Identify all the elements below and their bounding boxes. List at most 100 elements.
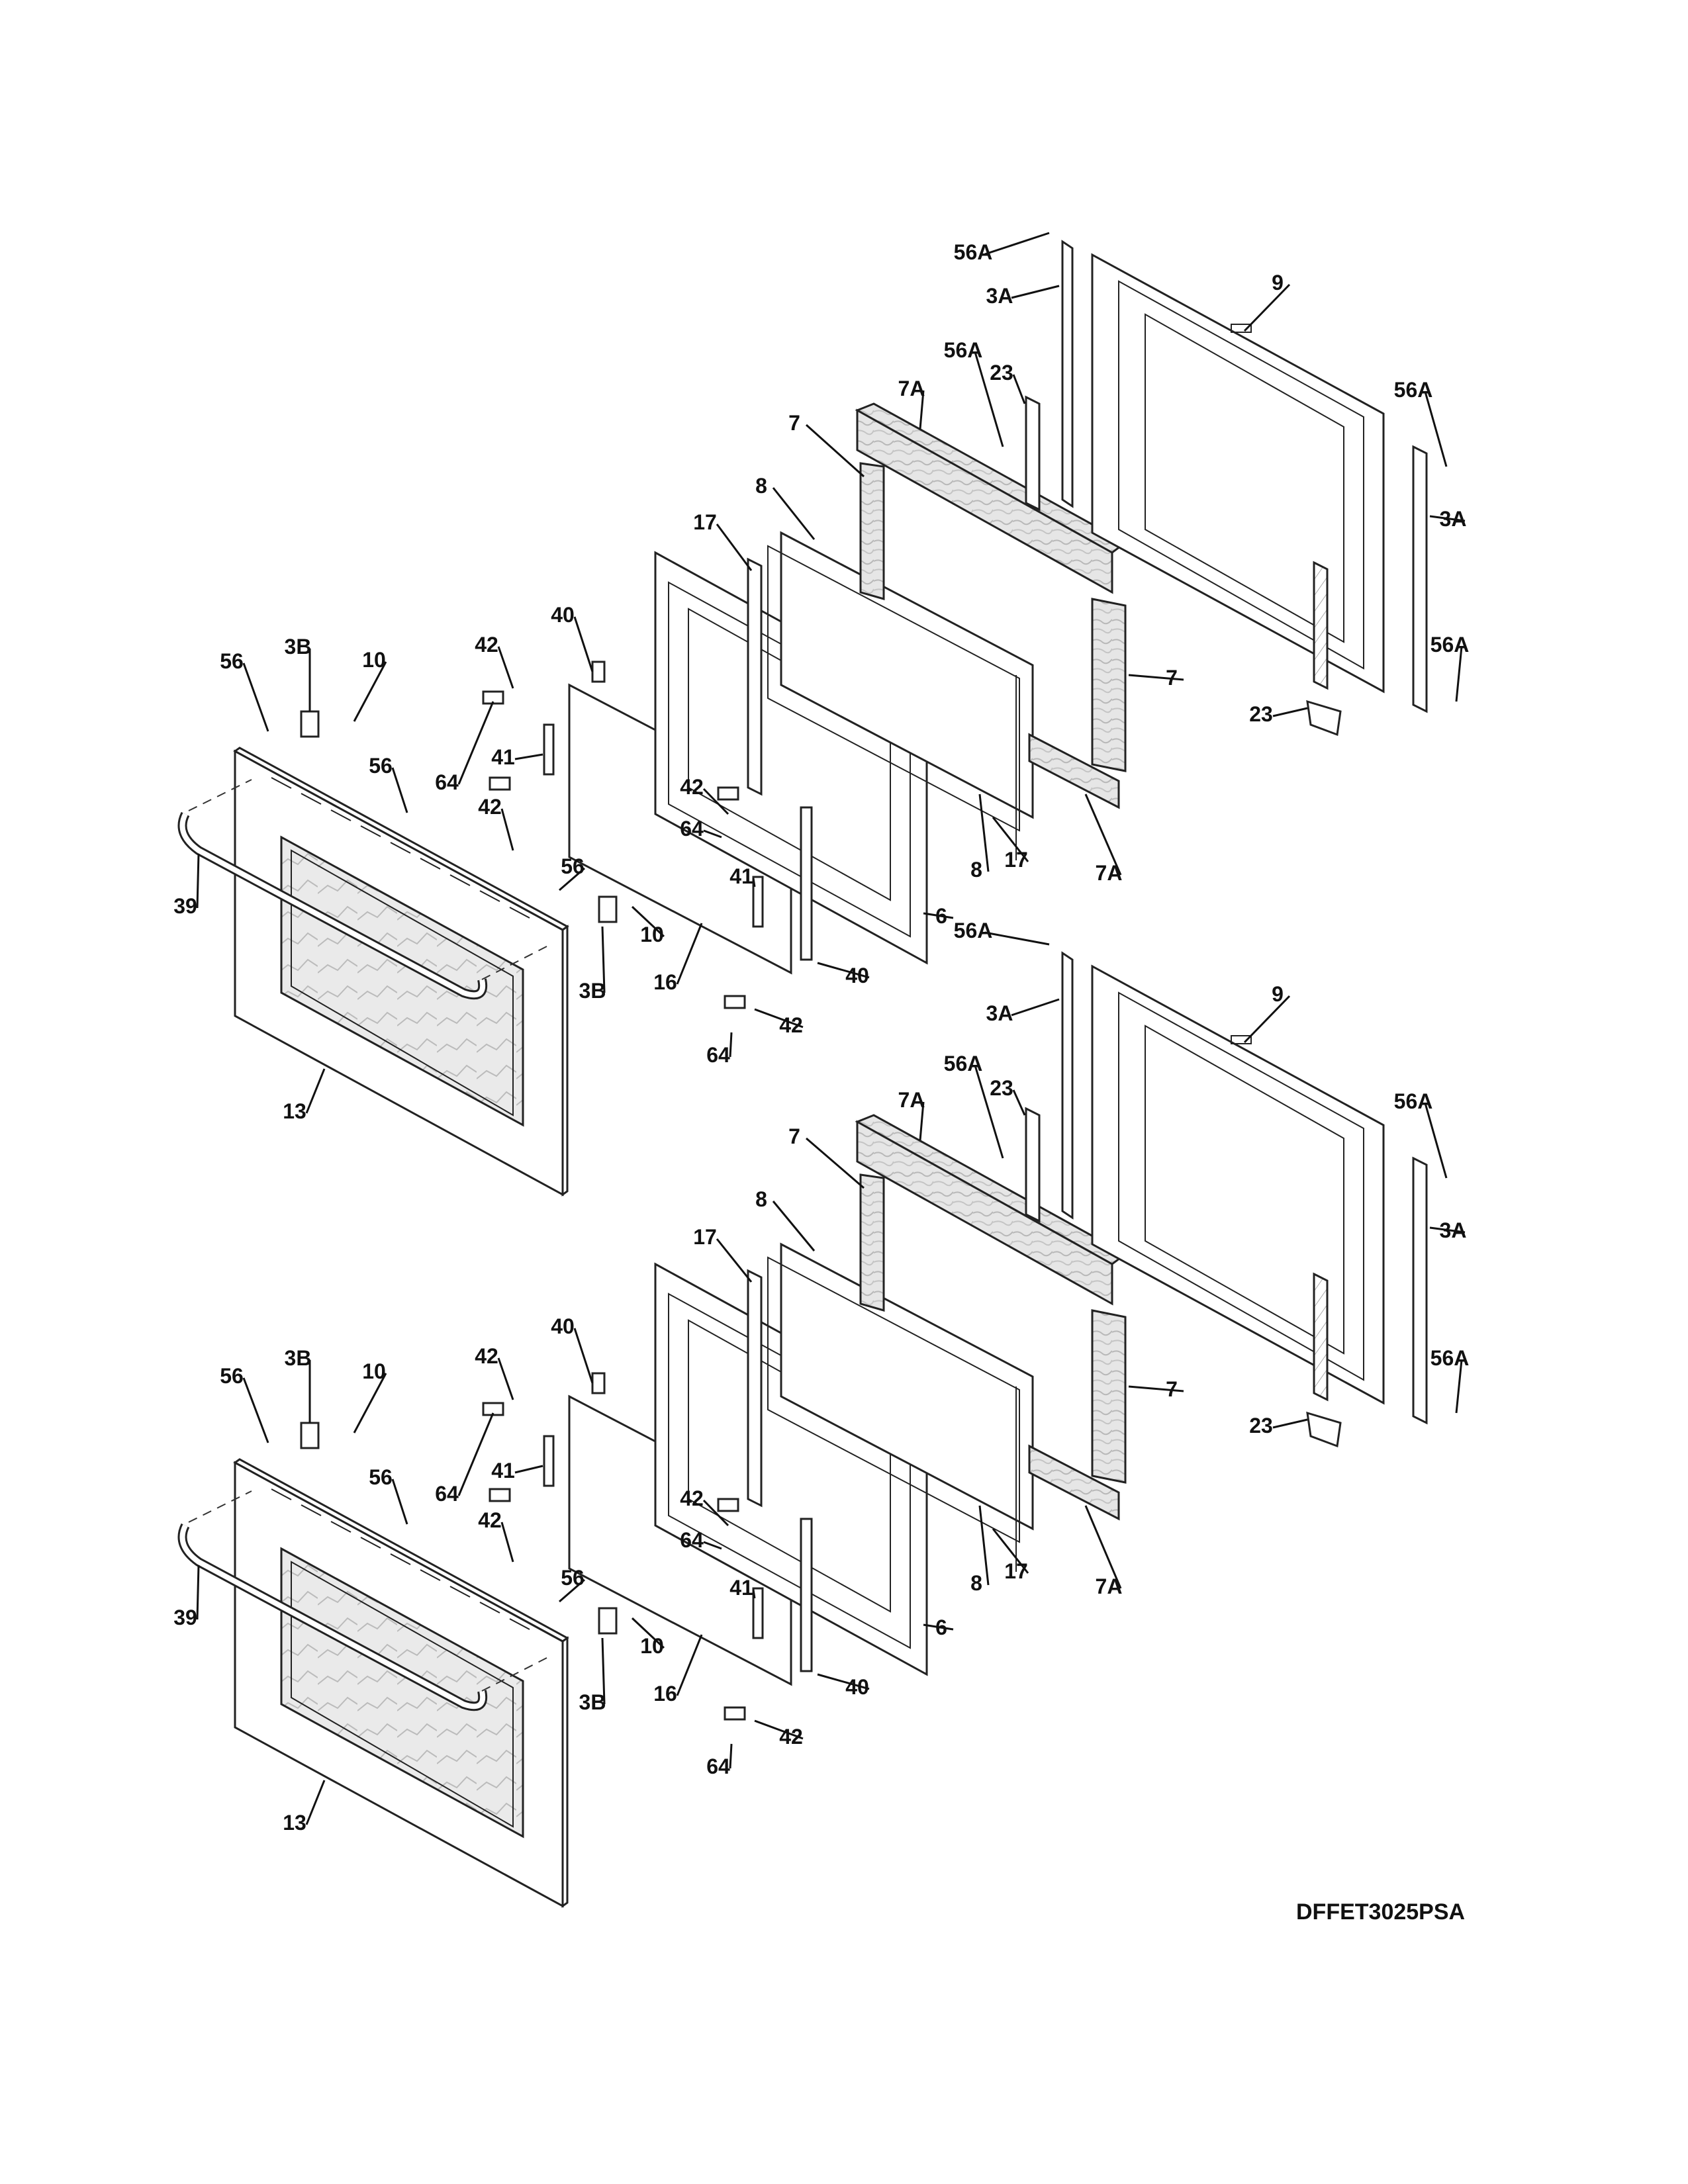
leader-line-c-l-42-d [754, 1719, 804, 1740]
leader-line-c-l-9 [1243, 995, 1291, 1044]
leader-line-c-u-3A-b [1429, 515, 1466, 522]
leader-line-c-l-7A-a [919, 1101, 925, 1141]
callout-label-c-l-3A-b: 3A [1440, 1218, 1467, 1242]
callout-label-c-u-17-a: 17 [693, 510, 717, 534]
leader-line-c-u-56-c [559, 867, 585, 891]
leader-line-c-l-17-a [716, 1238, 753, 1283]
leader-line-c-u-64-a [457, 701, 494, 785]
callout-label-c-l-23-b: 23 [1249, 1414, 1273, 1437]
callout-label-c-u-39: 39 [173, 894, 197, 918]
leader-line-c-l-7-a [806, 1137, 865, 1189]
leader-line-c-u-6 [923, 912, 954, 919]
callout-label-c-u-7-a: 7 [788, 411, 800, 435]
door-baffle [747, 557, 763, 796]
callout-label-c-l-42-d: 42 [779, 1725, 803, 1749]
leader-line-c-l-17-b [992, 1528, 1029, 1574]
leader-line-c-u-56A-b [974, 351, 1004, 447]
callout-label-c-u-56-b: 56 [369, 754, 393, 778]
callout-label-c-u-42-b: 42 [478, 795, 502, 819]
leader-line-c-l-39 [196, 1565, 200, 1620]
callout-label-c-l-64-b: 64 [680, 1528, 704, 1552]
callout-label-c-l-56-c: 56 [561, 1566, 585, 1590]
leader-line-c-l-42-b [500, 1522, 514, 1563]
callout-label-c-u-56-a: 56 [220, 649, 244, 673]
leader-line-c-l-7-b [1128, 1385, 1184, 1392]
leader-line-c-l-56A-c [1424, 1103, 1448, 1179]
leader-line-c-l-41-a [514, 1465, 543, 1474]
outer-door-panel [233, 747, 569, 1197]
leader-line-c-u-40-a [573, 616, 594, 672]
callout-label-c-l-8-b: 8 [970, 1571, 982, 1595]
callout-label-c-l-3B-a: 3B [285, 1346, 312, 1370]
leader-line-c-l-56A-d [1455, 1359, 1463, 1414]
leader-line-c-u-7A-a [919, 390, 925, 430]
outer-door-panel [233, 1458, 569, 1908]
leader-line-c-u-42-c [702, 788, 729, 815]
leader-line-c-l-64-a [457, 1412, 494, 1496]
side-trim-right [1412, 445, 1428, 713]
lower-door-assembly [177, 951, 1428, 1908]
side-trim-left [1061, 240, 1074, 508]
callout-label-c-u-23-a: 23 [990, 361, 1013, 385]
leader-line-c-u-7-b [1128, 674, 1184, 681]
leader-line-c-u-64-b [703, 829, 722, 839]
leader-line-c-l-23-a [1012, 1089, 1026, 1116]
upper-door-assembly [177, 240, 1428, 1197]
callout-label-c-l-6: 6 [935, 1615, 947, 1639]
callout-label-c-l-7-b: 7 [1166, 1377, 1178, 1401]
callout-label-c-l-7-a: 7 [788, 1124, 800, 1148]
callout-label-c-u-56A-c: 56A [1394, 378, 1433, 402]
leader-line-c-u-10-b [631, 905, 665, 938]
callout-label-c-l-56-b: 56 [369, 1465, 393, 1489]
leader-line-c-l-8-a [772, 1201, 816, 1251]
callout-label-c-l-42-a: 42 [475, 1344, 498, 1368]
leader-line-c-u-8-b [978, 794, 990, 872]
door-inner-glass [767, 1242, 1034, 1572]
callout-label-c-l-13: 13 [283, 1811, 306, 1835]
callout-label-c-l-64-a: 64 [435, 1482, 459, 1506]
door-window-glass [280, 1547, 524, 1839]
leader-line-c-u-64-c [729, 1032, 733, 1058]
callout-label-c-u-56A-a: 56A [954, 240, 993, 264]
callout-label-c-u-42-d: 42 [779, 1013, 803, 1037]
leader-line-c-l-64-c [729, 1743, 733, 1769]
callout-label-c-u-17-b: 17 [1004, 848, 1028, 872]
leader-line-c-u-17-b [992, 817, 1029, 862]
callout-label-c-u-64-b: 64 [680, 817, 704, 841]
leader-line-c-l-6 [923, 1623, 954, 1631]
leader-line-c-u-13 [305, 1068, 326, 1114]
callout-label-c-u-41-a: 41 [491, 745, 515, 769]
door-inner-glass [767, 531, 1034, 860]
callout-label-c-l-42-c: 42 [680, 1486, 704, 1510]
callout-label-c-l-41-b: 41 [729, 1576, 753, 1600]
leader-line-c-l-41-b [752, 1589, 756, 1599]
callout-label-c-l-56A-a: 56A [954, 919, 993, 942]
callout-label-c-l-56A-b: 56A [944, 1052, 983, 1075]
side-trim-right [1412, 1156, 1428, 1425]
leader-line-c-l-7A-b [1084, 1505, 1122, 1589]
callout-label-c-u-8-b: 8 [970, 858, 982, 882]
leader-line-c-u-42-d [754, 1008, 804, 1028]
callout-label-c-u-3A-b: 3A [1440, 507, 1467, 531]
leader-line-c-u-23-a [1012, 374, 1026, 404]
leader-line-c-u-41-a [514, 753, 543, 760]
callout-label-c-l-40-a: 40 [551, 1314, 575, 1338]
callout-label-c-u-41-b: 41 [729, 864, 753, 888]
callout-label-c-u-3A-a: 3A [986, 284, 1013, 308]
callout-label-c-u-7A-a: 7A [898, 377, 925, 400]
door-hinges [1025, 395, 1342, 737]
leader-line-c-l-10-b [631, 1617, 665, 1649]
callout-label-c-l-23-a: 23 [990, 1076, 1013, 1100]
callout-label-c-u-16: 16 [653, 970, 677, 994]
callout-label-c-u-40-b: 40 [845, 964, 869, 987]
callout-label-c-l-10-b: 10 [640, 1634, 664, 1658]
callout-label-c-l-17-a: 17 [693, 1225, 717, 1249]
callout-label-c-u-56A-b: 56A [944, 338, 983, 362]
leader-line-c-l-3A-b [1429, 1226, 1466, 1234]
callout-label-c-l-16: 16 [653, 1682, 677, 1706]
leader-line-c-l-3A-a [1011, 998, 1060, 1017]
callout-label-c-u-23-b: 23 [1249, 702, 1273, 726]
leader-line-c-u-40-b [817, 962, 870, 979]
leader-line-c-u-56A-d [1455, 646, 1463, 702]
